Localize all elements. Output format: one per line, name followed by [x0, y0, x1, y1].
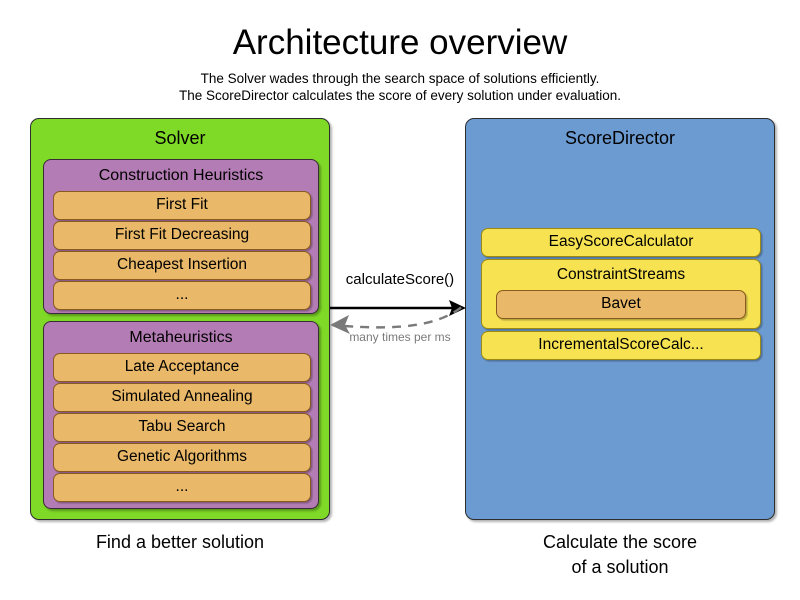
- list-item: Cheapest Insertion: [53, 251, 311, 280]
- list-item: Late Acceptance: [53, 353, 311, 382]
- label-calculate-score: calculateScore(): [345, 271, 455, 288]
- list-item-incrementalscorecalculator: IncrementalScoreCalc...: [481, 331, 761, 360]
- constraintstreams-label: ConstraintStreams: [556, 266, 686, 283]
- list-item: Genetic Algorithms: [53, 443, 311, 472]
- caption-scoredirector: Calculate the score of a solution: [465, 530, 775, 580]
- list-item-bavet: Bavet: [496, 290, 746, 319]
- group-metaheuristics-title: Metaheuristics: [129, 329, 233, 346]
- solver-panel: Solver Construction Heuristics First Fit…: [30, 118, 330, 520]
- label-many-times-per-ms: many times per ms: [349, 330, 451, 344]
- caption-solver: Find a better solution: [95, 532, 265, 552]
- arrow-calculate-score: [330, 300, 466, 316]
- diagram-header: Architecture overview The Solver wades t…: [0, 22, 800, 104]
- list-item: ...: [53, 281, 311, 310]
- list-item-constraintstreams: ConstraintStreams Bavet: [481, 259, 761, 329]
- scoredirector-panel-title: ScoreDirector: [564, 128, 676, 148]
- list-item: Simulated Annealing: [53, 383, 311, 412]
- subtitle-line-1: The Solver wades through the search spac…: [200, 71, 600, 86]
- solver-panel-title: Solver: [154, 128, 206, 148]
- subtitle-line-2: The ScoreDirector calculates the score o…: [179, 88, 621, 103]
- caption-scoredirector-line-2: of a solution: [571, 557, 669, 577]
- caption-scoredirector-line-1: Calculate the score: [542, 532, 698, 552]
- list-item: ...: [53, 473, 311, 502]
- list-item: Tabu Search: [53, 413, 311, 442]
- scoredirector-panel: ScoreDirector EasyScoreCalculator Constr…: [465, 118, 775, 520]
- list-item: First Fit Decreasing: [53, 221, 311, 250]
- page-title: Architecture overview: [232, 23, 568, 62]
- list-item-easyscorecalculator: EasyScoreCalculator: [481, 228, 761, 257]
- group-construction-heuristics: Construction Heuristics First Fit First …: [43, 159, 319, 314]
- group-construction-heuristics-title: Construction Heuristics: [98, 167, 264, 184]
- group-metaheuristics: Metaheuristics Late Acceptance Simulated…: [43, 321, 319, 509]
- list-item: First Fit: [53, 191, 311, 220]
